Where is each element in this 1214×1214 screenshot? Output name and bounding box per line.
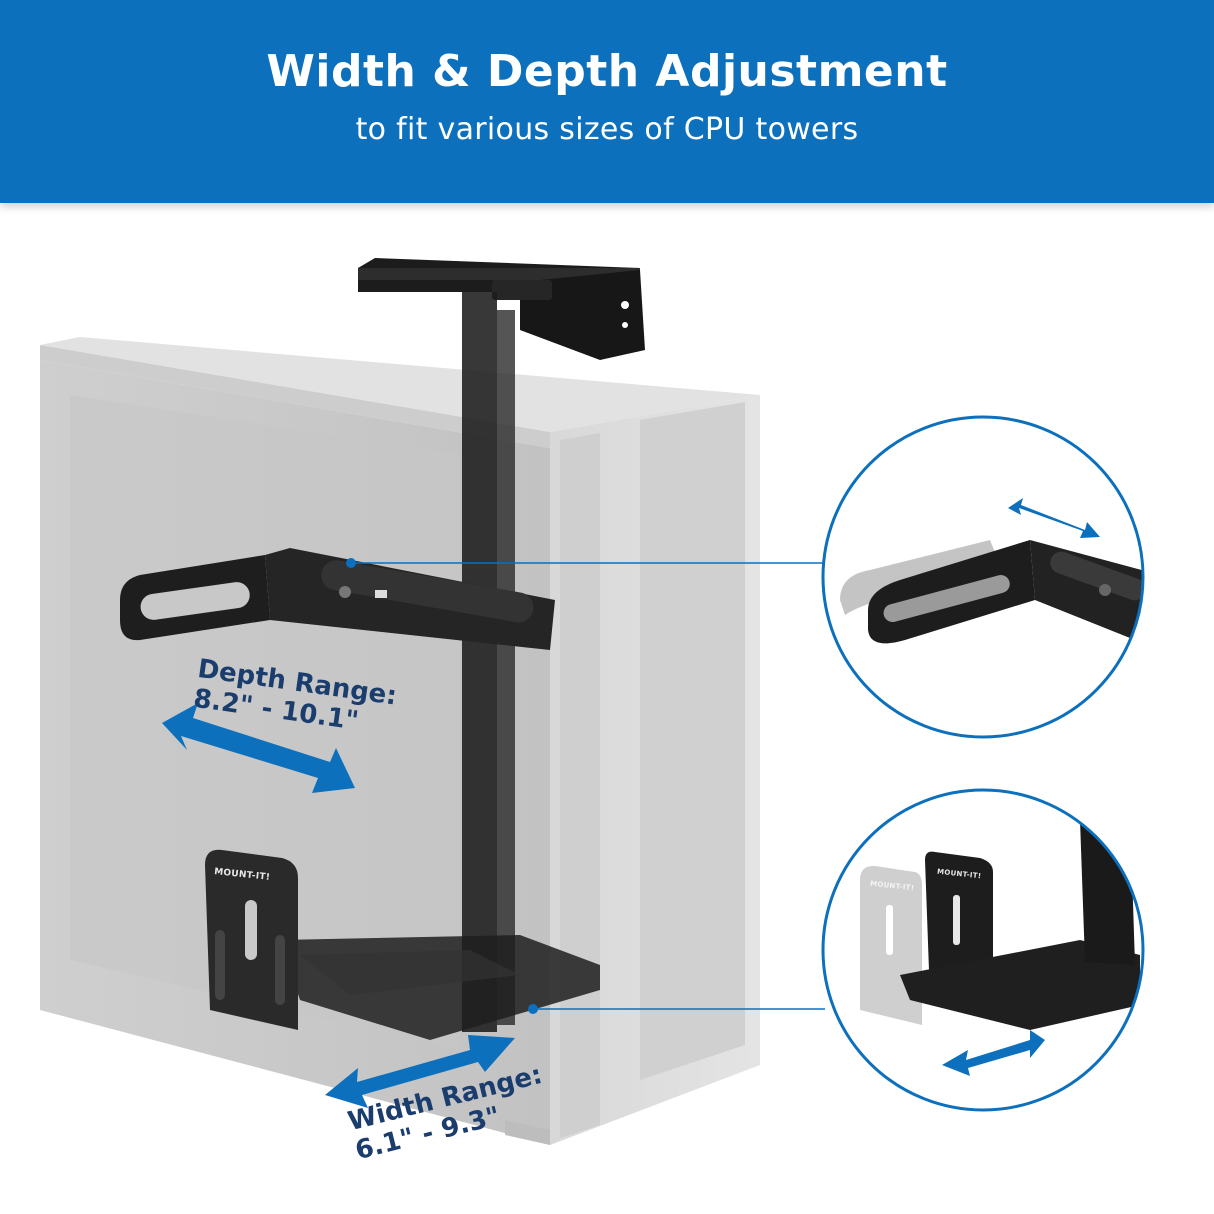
width-leader-line bbox=[528, 1004, 825, 1014]
depth-double-arrow-icon bbox=[162, 703, 355, 793]
width-double-arrow-icon bbox=[325, 1035, 515, 1108]
header-banner: Width & Depth Adjustment to fit various … bbox=[0, 0, 1214, 203]
width-detail-view bbox=[821, 788, 1145, 1112]
page-subtitle: to fit various sizes of CPU towers bbox=[355, 112, 859, 147]
depth-leader-line bbox=[346, 558, 825, 568]
bottom-shelf bbox=[280, 935, 600, 1040]
vertical-post bbox=[462, 292, 515, 1032]
ceiling-mount-plate bbox=[358, 258, 645, 360]
depth-bracket bbox=[120, 548, 555, 650]
depth-detail-view bbox=[821, 415, 1145, 739]
page-title: Width & Depth Adjustment bbox=[266, 46, 948, 97]
side-stopper bbox=[205, 849, 298, 1030]
